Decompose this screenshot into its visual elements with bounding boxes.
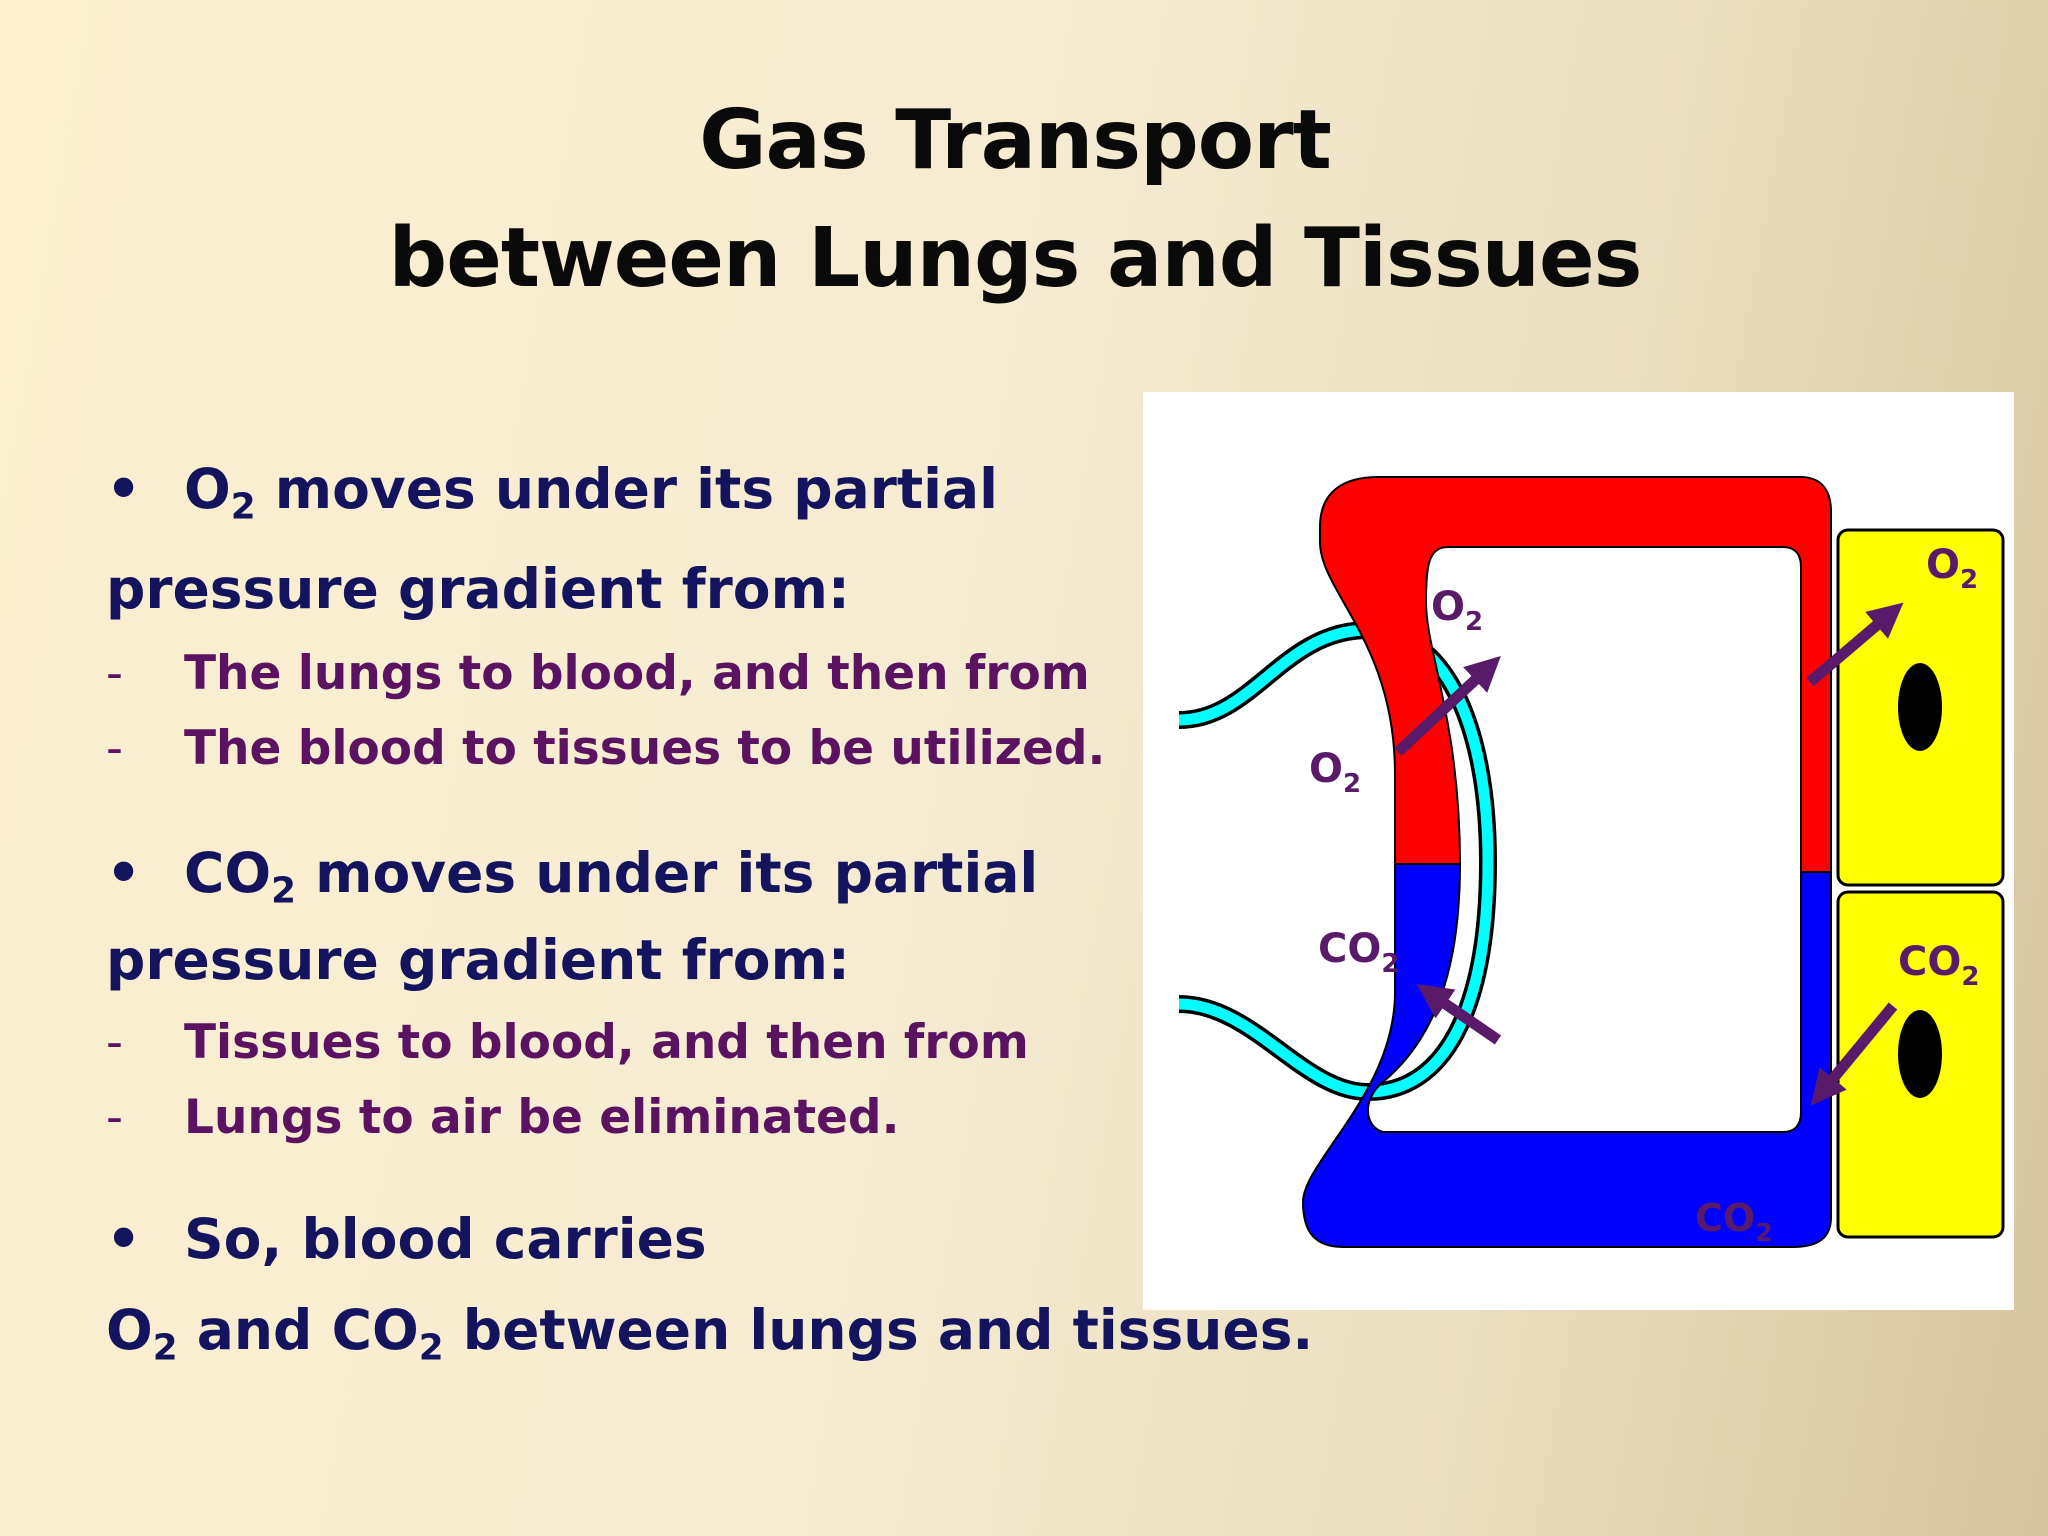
bullet-o2-rest: moves under its partial [255,457,998,521]
capillary-deoxygenated [1301,863,1832,1248]
bullet-dot-icon: • [106,1207,142,1271]
label-co2-capillary: CO2 [1695,1196,1773,1247]
bullet-co2-prefix: CO [184,841,272,905]
dash-icon: - [106,1090,123,1145]
tissue-cell-lower-nucleus [1898,1010,1942,1098]
bullet-o2-heading: • O2 moves under its partial [106,456,998,525]
alveolus-membrane-inner [1178,624,1494,1098]
bullet-o2-item-2: -The blood to tissues to be utilized. [106,719,1105,779]
capillary-oxygenated [1319,476,1832,873]
bullet-dot-icon: • [106,841,142,905]
slide-title: Gas Transport between Lungs and Tissues [0,82,2030,318]
bullet-co2-cont: pressure gradient from: [106,928,850,992]
dash-icon: - [106,646,123,701]
bullet-co2-heading: • CO2 moves under its partial [106,840,1039,909]
dash-icon: - [106,1015,123,1070]
conclusion-line-2: O2 and CO2 between lungs and tissues. [106,1298,1314,1369]
gas-exchange-diagram: O2 O2 CO2 O2 CO2 CO2 [1143,392,2014,1310]
arrow-o2-blood-to-tissue [1806,602,1904,687]
arrow-co2-blood-to-alveolus [1416,984,1502,1045]
arrow-co2-tissue-to-blood [1810,1002,1898,1106]
label-o2-alveolus: O2 [1309,746,1361,799]
label-co2-alveolus: CO2 [1318,926,1399,979]
title-line-1: Gas Transport [699,93,1332,188]
bullet-co2-rest: moves under its partial [296,841,1039,905]
arrow-o2-alveolus-to-blood [1394,655,1501,757]
bullet-o2-cont: pressure gradient from: [106,557,850,621]
tissue-cell-upper-nucleus [1898,663,1942,751]
bullet-co2-item-1: -Tissues to blood, and then from [106,1013,1029,1073]
bullet-o2-prefix: O [184,457,231,521]
label-o2-tissue: O2 [1926,542,1978,595]
bullet-co2-sub: 2 [271,870,296,912]
bullet-o2-sub: 2 [230,486,256,528]
conclusion-line-1: •So, blood carries [106,1207,707,1271]
bullet-dot-icon: • [106,457,142,521]
dash-icon: - [106,721,123,776]
bullet-co2-item-2: -Lungs to air be eliminated. [106,1088,899,1148]
bullet-o2-item-1: -The lungs to blood, and then from [106,644,1090,704]
label-o2-capillary: O2 [1431,584,1483,637]
title-line-2: between Lungs and Tissues [388,211,1643,306]
label-co2-tissue: CO2 [1898,939,1979,992]
diagram-svg: O2 O2 CO2 O2 CO2 CO2 [1178,476,2005,1248]
